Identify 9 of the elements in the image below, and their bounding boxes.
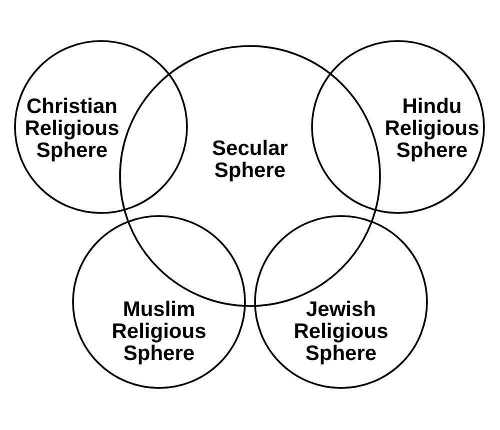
circle-label: Secular Sphere	[212, 138, 288, 182]
venn-circle	[72, 215, 246, 389]
venn-circle	[311, 40, 485, 214]
circle-label: Christian Religious Sphere	[24, 96, 120, 162]
venn-circle	[254, 215, 428, 389]
venn-circle	[14, 40, 188, 214]
circle-label: Hindu Religious Sphere	[384, 96, 480, 162]
circle-label: Muslim Religious Sphere	[112, 299, 206, 365]
circle-label: Jewish Religious Sphere	[294, 299, 388, 365]
